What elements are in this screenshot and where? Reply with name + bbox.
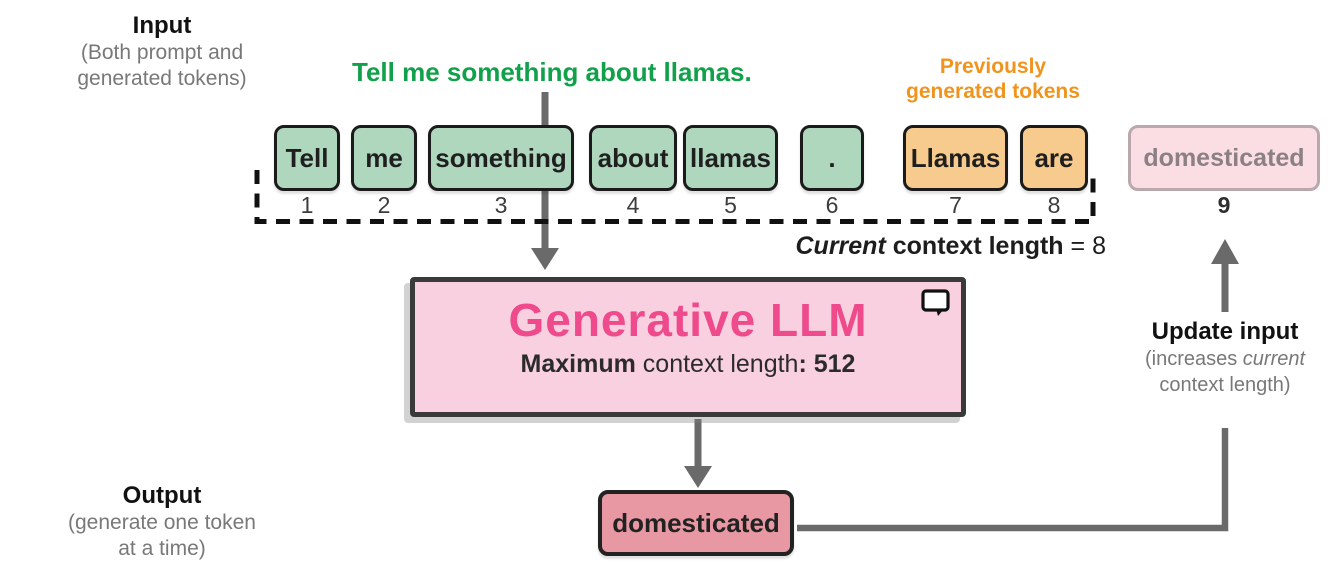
update-input-subtitle-line1: (increases current xyxy=(1113,346,1337,372)
current-context-italic: Current xyxy=(795,232,886,260)
token-number-1: 1 xyxy=(300,192,314,218)
current-context-length-label: Current context length = 8 xyxy=(796,232,1107,261)
token-number-9: 9 xyxy=(1217,192,1231,218)
llm-subtitle-regular: context length xyxy=(635,350,799,378)
token-number-8: 8 xyxy=(1047,192,1061,218)
current-context-dashed-bracket xyxy=(254,170,1096,224)
output-to-update-connector xyxy=(797,428,1229,532)
token-me: me xyxy=(351,125,417,191)
llm-title: Generative LLM xyxy=(508,294,868,346)
token-about: about xyxy=(589,125,677,191)
previously-generated-line1: Previously xyxy=(939,55,1047,78)
input-label: Input (Both prompt and generated tokens) xyxy=(52,12,272,92)
previously-generated-label: Previously generated tokens xyxy=(878,54,1108,104)
token-llamas: llamas xyxy=(683,125,778,191)
token-tell: Tell xyxy=(274,125,340,191)
update-input-title: Update input xyxy=(1151,318,1299,345)
token-number-3: 3 xyxy=(494,192,508,218)
update-input-up-arrow xyxy=(1211,239,1239,312)
previously-generated-line2: generated tokens xyxy=(906,80,1080,103)
speech-bubble-icon xyxy=(921,289,950,316)
update-input-sub-italic: current xyxy=(1242,348,1306,370)
prompt-sentence: Tell me something about llamas. xyxy=(352,57,752,87)
output-subtitle-line2: at a time) xyxy=(118,537,206,560)
output-subtitle-line1: (generate one token xyxy=(68,511,256,534)
llm-subtitle: Maximum context length: 512 xyxy=(415,350,961,379)
token-domesticated-pending: domesticated xyxy=(1128,125,1320,191)
input-subtitle-line1: (Both prompt and xyxy=(80,41,244,64)
token-are: are xyxy=(1020,125,1088,191)
llm-to-output-arrow xyxy=(684,419,712,488)
input-title: Input xyxy=(132,12,192,39)
token-llamas-generated: Llamas xyxy=(903,125,1008,191)
input-subtitle-line2: generated tokens) xyxy=(77,67,247,90)
token-something: something xyxy=(428,125,574,191)
output-token-box: domesticated xyxy=(598,490,794,556)
update-input-label: Update input (increases current context … xyxy=(1113,318,1337,398)
llm-subtitle-value: : 512 xyxy=(798,350,856,378)
current-context-rest: context length xyxy=(885,232,1064,260)
llm-subtitle-bold: Maximum xyxy=(520,350,636,378)
token-number-5: 5 xyxy=(724,192,737,218)
output-label: Output (generate one token at a time) xyxy=(52,482,272,562)
update-input-subtitle-line2: context length) xyxy=(1159,374,1291,396)
update-input-sub-pre: (increases xyxy=(1144,348,1243,370)
current-context-value: = 8 xyxy=(1063,232,1106,260)
token-number-2: 2 xyxy=(377,192,391,218)
token-period: . xyxy=(800,125,864,191)
token-number-6: 6 xyxy=(825,192,839,218)
output-title: Output xyxy=(122,482,202,509)
token-number-4: 4 xyxy=(626,192,640,218)
token-number-7: 7 xyxy=(949,192,962,218)
generative-llm-box: Generative LLM Maximum context length: 5… xyxy=(410,277,966,417)
